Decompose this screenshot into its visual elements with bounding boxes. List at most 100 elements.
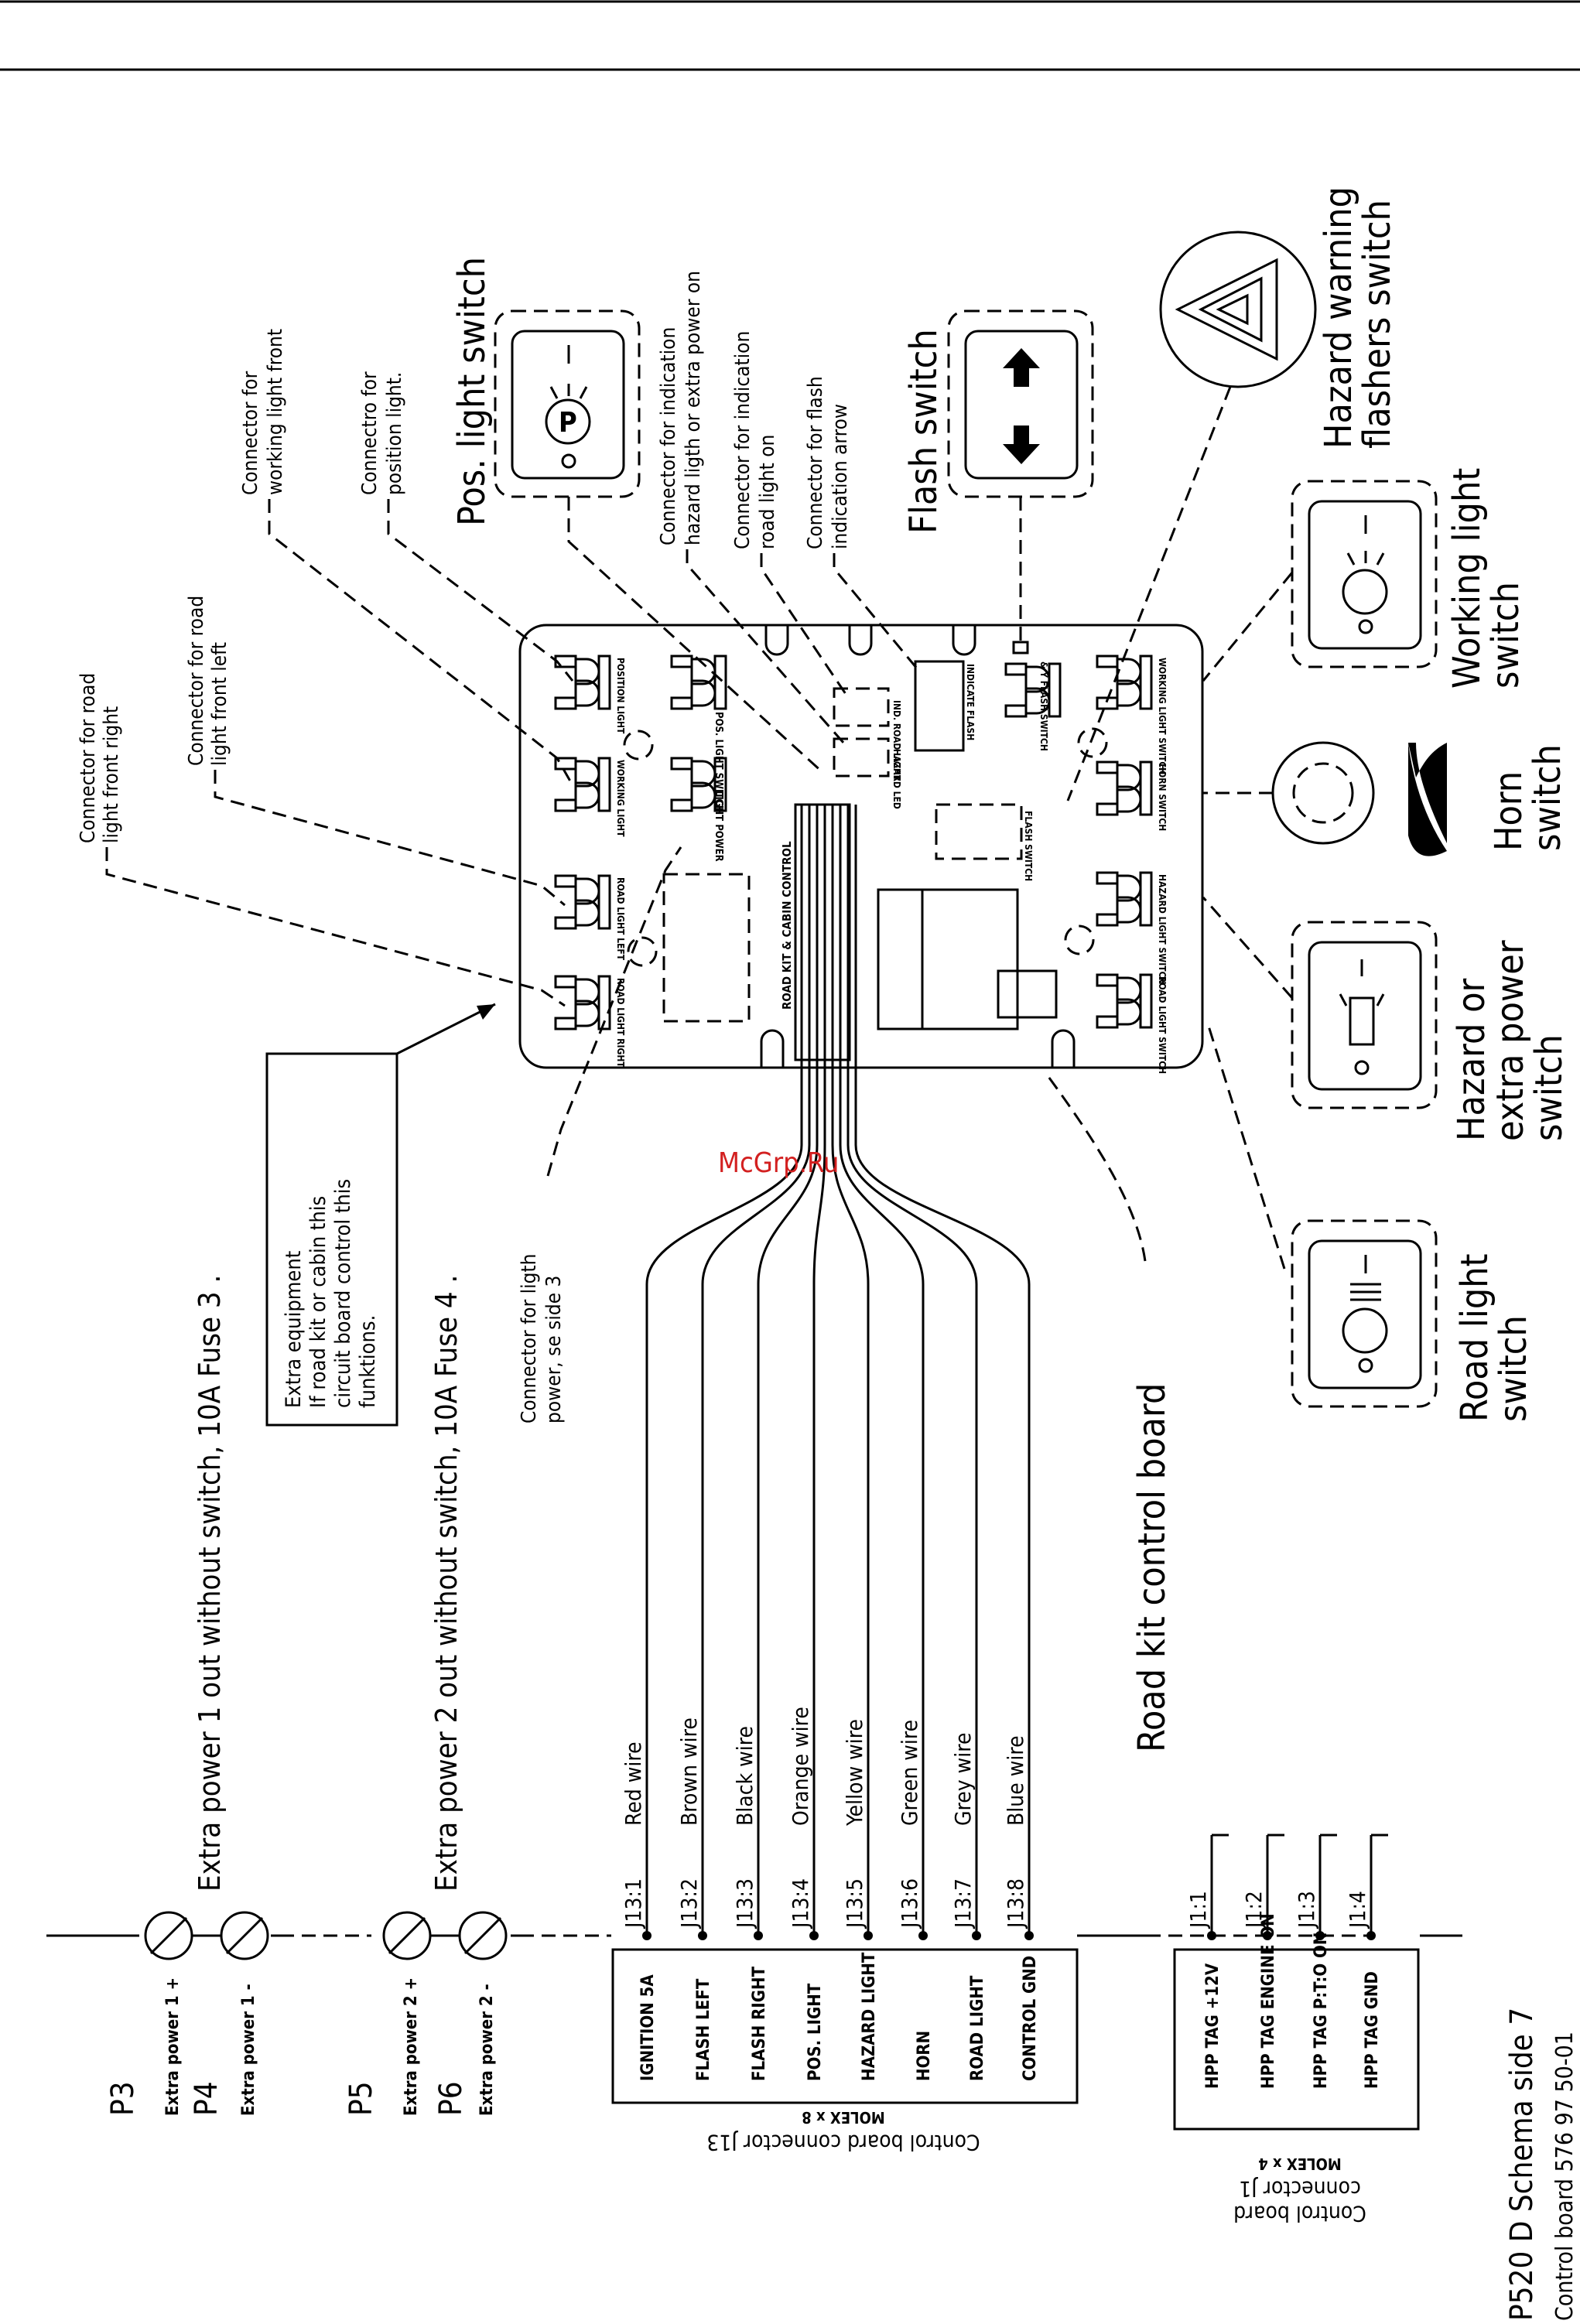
board-connector-label: HAZARD LIGHT SWITCH: [1157, 874, 1168, 985]
watermark: McGrp.Ru: [718, 1147, 839, 1179]
flash-switch-label: Flash switch: [902, 329, 946, 534]
callout-road-front-left: Connector for road light front left: [185, 596, 566, 907]
hazard-warning-switch: [1159, 231, 1317, 388]
j13-pin-id: J13:7: [950, 1878, 976, 1929]
j13-signal: FLASH RIGHT: [750, 1966, 769, 2081]
schema-subtitle: Control board 576 97 50-01: [1551, 2032, 1578, 2321]
extra-equipment-box: [265, 1052, 398, 1427]
connector-j1-type: MOLEX x 4: [1258, 2155, 1341, 2173]
callout-road-front-right: Connector for road light front right: [77, 673, 566, 1007]
callout-position: Connectro for position light.: [358, 371, 574, 682]
harness-wire: [645, 805, 803, 1285]
j13-wire-color: Yellow wire: [842, 1719, 867, 1827]
road-light-label-2: switch: [1492, 1315, 1535, 1422]
svg-text:hazard ligth or extra power on: hazard ligth or extra power on: [682, 271, 705, 545]
terminal-p4: P4: [189, 2081, 224, 2116]
svg-text:Connector for road: Connector for road: [185, 596, 208, 766]
board-connector: HAZARD LIGHT SWITCH: [1096, 871, 1168, 985]
fuse-p6: [430, 1911, 508, 1960]
road-light-label-1: Road light: [1453, 1253, 1496, 1422]
svg-text:light front left: light front left: [208, 642, 231, 766]
hazard-warning-label-1: Hazard warning: [1317, 186, 1360, 449]
board-connector: HORN SWITCH: [1096, 760, 1168, 831]
callout-ind-road: Connector for indication road light on: [731, 331, 849, 697]
harness-wire: [757, 805, 819, 1285]
horn-label-1: Horn: [1487, 771, 1530, 851]
board-silk-center: ROAD KIT & CABIN CONTROL: [780, 841, 794, 1010]
j13-pin-id: J13:6: [897, 1878, 922, 1929]
hazard-warning-label-2: flashers switch: [1356, 200, 1399, 449]
j13-wire-color: Green wire: [897, 1720, 922, 1826]
svg-text:Connector for: Connector for: [239, 371, 262, 495]
extra-equipment-line-1: Extra equipment: [282, 1251, 306, 1408]
harness-wire: [812, 805, 826, 1285]
j13-pin-id: J13:1: [621, 1878, 646, 1929]
svg-text:Connectro for: Connectro for: [358, 371, 381, 495]
svg-text:power, se side 3: power, se side 3: [542, 1276, 566, 1423]
board-label: Road kit control board: [1130, 1383, 1174, 1752]
harness-wire: [854, 805, 1031, 1285]
j1-pin-id: J1:1: [1185, 1891, 1211, 1929]
j13-wire-color: Grey wire: [950, 1732, 976, 1826]
terminal-p6: P6: [433, 2081, 469, 2116]
hazard-extra-label-2: extra power: [1489, 940, 1532, 1141]
horn-label-2: switch: [1526, 744, 1569, 851]
working-light-label-2: switch: [1484, 582, 1527, 689]
pos-light-switch: P: [494, 309, 641, 498]
schema-title: P520 D Schema side 7: [1504, 2008, 1540, 2321]
terminal-p3: P3: [105, 2081, 141, 2116]
terminal-p3-label: Extra power 1 +: [163, 1977, 183, 2116]
j13-pin-id: J13:2: [676, 1878, 702, 1929]
j1-pin-id: J1:4: [1345, 1891, 1370, 1929]
board-connector: [670, 757, 727, 812]
j13-signal: HORN: [915, 2031, 934, 2081]
hazard-extra-power-switch: [1291, 921, 1438, 1109]
svg-text:road light on: road light on: [756, 435, 779, 549]
j13-signal: ROAD LIGHT: [968, 1975, 987, 2081]
board-silk-ind-road: IND. ROAD LIGHT: [891, 700, 902, 781]
j13-signal: HAZARD LIGHT: [860, 1952, 879, 2081]
working-light-label-1: Working light: [1445, 468, 1489, 689]
svg-text:position light.: position light.: [383, 372, 406, 495]
hazard-extra-label-3: switch: [1527, 1034, 1571, 1141]
connector-j13-type: MOLEX x 8: [802, 2108, 884, 2127]
board-connector-label: WORKING LIGHT: [615, 760, 626, 837]
svg-text:Connector for flash: Connector for flash: [804, 376, 827, 549]
extra-equipment-line-2: If road kit or cabin this: [306, 1196, 330, 1408]
callout-light-power: Connector for ligth power, se side 3: [518, 846, 682, 1423]
callout-working-front: Connector for working light front: [239, 329, 574, 786]
board-connector: ROAD LIGHT LEFT: [554, 874, 626, 961]
flash-switch: [947, 309, 1094, 498]
fuse-p3: [144, 1911, 193, 1960]
board-connector: [670, 654, 727, 710]
callout-flash-arrow: Connector for flash indication arrow: [804, 376, 922, 674]
hazard-extra-label-1: Hazard or: [1450, 978, 1493, 1141]
working-light-switch: [1291, 480, 1438, 668]
road-light-switch: [1291, 1219, 1438, 1408]
svg-text:working light front: working light front: [264, 329, 287, 495]
j13-signal: IGNITION 5A: [638, 1974, 658, 2081]
harness-wire: [839, 805, 925, 1285]
j1-signal: HPP TAG +12V: [1203, 1963, 1223, 2089]
j13-signal: POS. LIGHT: [805, 1983, 825, 2081]
j13-pin-id: J13:5: [842, 1878, 867, 1929]
terminal-p6-label: Extra power 2 -: [477, 1984, 497, 2116]
j13-wire-color: Orange wire: [788, 1707, 813, 1826]
board-connector: WORKING LIGHT: [554, 757, 626, 837]
svg-text:Connector for road: Connector for road: [77, 673, 100, 843]
j1-signal: HPP TAG ENGINE ON: [1259, 1913, 1278, 2089]
board-silk-pos-switch: POS. LIGHT SWITCH: [713, 712, 724, 813]
